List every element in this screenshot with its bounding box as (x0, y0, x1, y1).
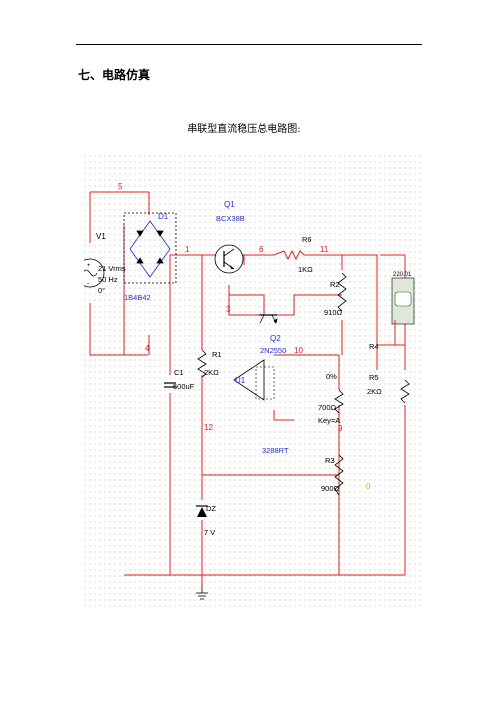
net-6: 6 (259, 245, 264, 254)
dz-ref: DZ (206, 504, 216, 513)
net-9: 9 (338, 424, 343, 433)
net-4: 4 (145, 344, 150, 353)
meter-window (394, 291, 412, 307)
net-labels: 5 4 1 6 11 3 10 12 9 0 (118, 182, 371, 491)
r1-resistor (197, 349, 207, 378)
net-11: 11 (320, 245, 329, 254)
d1-diode-d (156, 257, 164, 264)
q2-part: 2N2550 (260, 346, 286, 355)
r3-value: 900Ω (321, 484, 340, 493)
d1-box (123, 212, 177, 284)
r5-value: 2KΩ (367, 387, 382, 396)
q2-transistor (259, 314, 278, 324)
r5-ref: R5 (369, 373, 379, 382)
r4-percent: 0% (326, 372, 337, 381)
v1-minus: - (87, 281, 90, 288)
d1-diamond (129, 220, 171, 278)
v1-line-2: 50 Hz (98, 275, 118, 284)
r4-resistor (334, 389, 344, 414)
d1-part: 1B4B42 (124, 293, 151, 302)
c1-capacitor (164, 382, 176, 388)
c1-ref: C1 (174, 368, 184, 377)
v1-line-1: 21 Vrms (98, 264, 126, 273)
v1-line-3: 0° (98, 286, 105, 295)
r2-value: 910Ω (324, 308, 343, 317)
r3-resistor (334, 454, 344, 496)
u1-ref: U1 (235, 376, 246, 385)
u1-box (255, 366, 275, 400)
circuit-schematic: + - V1 21 Vrms 50 Hz 0° D1 1B4B42 Q1 BCX… (84, 155, 424, 610)
r2-ref: R2 (330, 280, 340, 289)
q2-ref: Q2 (270, 334, 281, 343)
net-0: 0 (366, 482, 371, 491)
d1-ref: D1 (158, 212, 169, 221)
dz-zener (196, 505, 208, 517)
r6-ref: R6 (302, 235, 312, 244)
r5-resistor (400, 379, 410, 404)
v1-symbol (84, 258, 105, 288)
u1-opamp (233, 359, 265, 401)
d1-diode-b (156, 230, 164, 237)
r2-resistor (337, 272, 347, 312)
net-12: 12 (204, 423, 213, 432)
d1-diode-a (136, 230, 144, 237)
d1-bridge (123, 212, 177, 284)
net-10: 10 (294, 346, 303, 355)
meter-instrument: 220.01 (391, 272, 415, 325)
r1-ref: R1 (212, 350, 222, 359)
q1-part: BCX38B (216, 214, 245, 223)
q1-symbol (214, 244, 244, 274)
r1-value: 2KΩ (204, 368, 219, 377)
r4-value: 700Ω (318, 403, 337, 412)
v1-ref: V1 (96, 232, 106, 241)
v1-plus: + (87, 263, 91, 269)
v1-sine (84, 269, 98, 277)
figure-caption: 串联型直流稳压总电路图: (0, 120, 496, 135)
figure-caption-text: 串联型直流稳压总电路图: (187, 124, 301, 135)
c1-value: 500uF (173, 382, 195, 391)
header-rule (76, 44, 422, 45)
d1-diode-c (136, 257, 144, 264)
u1-part: 3288RT (262, 446, 289, 455)
net-5: 5 (118, 182, 123, 191)
meter-display: 220.01 (393, 272, 412, 278)
r6-value: 1KΩ (298, 265, 313, 274)
r4-ref: R4 (369, 342, 379, 351)
ground-symbol (196, 585, 208, 600)
q1-ref: Q1 (224, 200, 235, 209)
net-1: 1 (185, 245, 190, 254)
v1-source: + - V1 21 Vrms 50 Hz 0° (84, 232, 126, 295)
dz-value: 7 V (204, 528, 215, 537)
section-title: 七、电路仿真 (78, 68, 151, 82)
net-3: 3 (226, 305, 231, 314)
r4-key: Key=A (318, 416, 340, 425)
r3-ref: R3 (325, 456, 335, 465)
q1-transistor: Q1 BCX38B (214, 200, 245, 274)
